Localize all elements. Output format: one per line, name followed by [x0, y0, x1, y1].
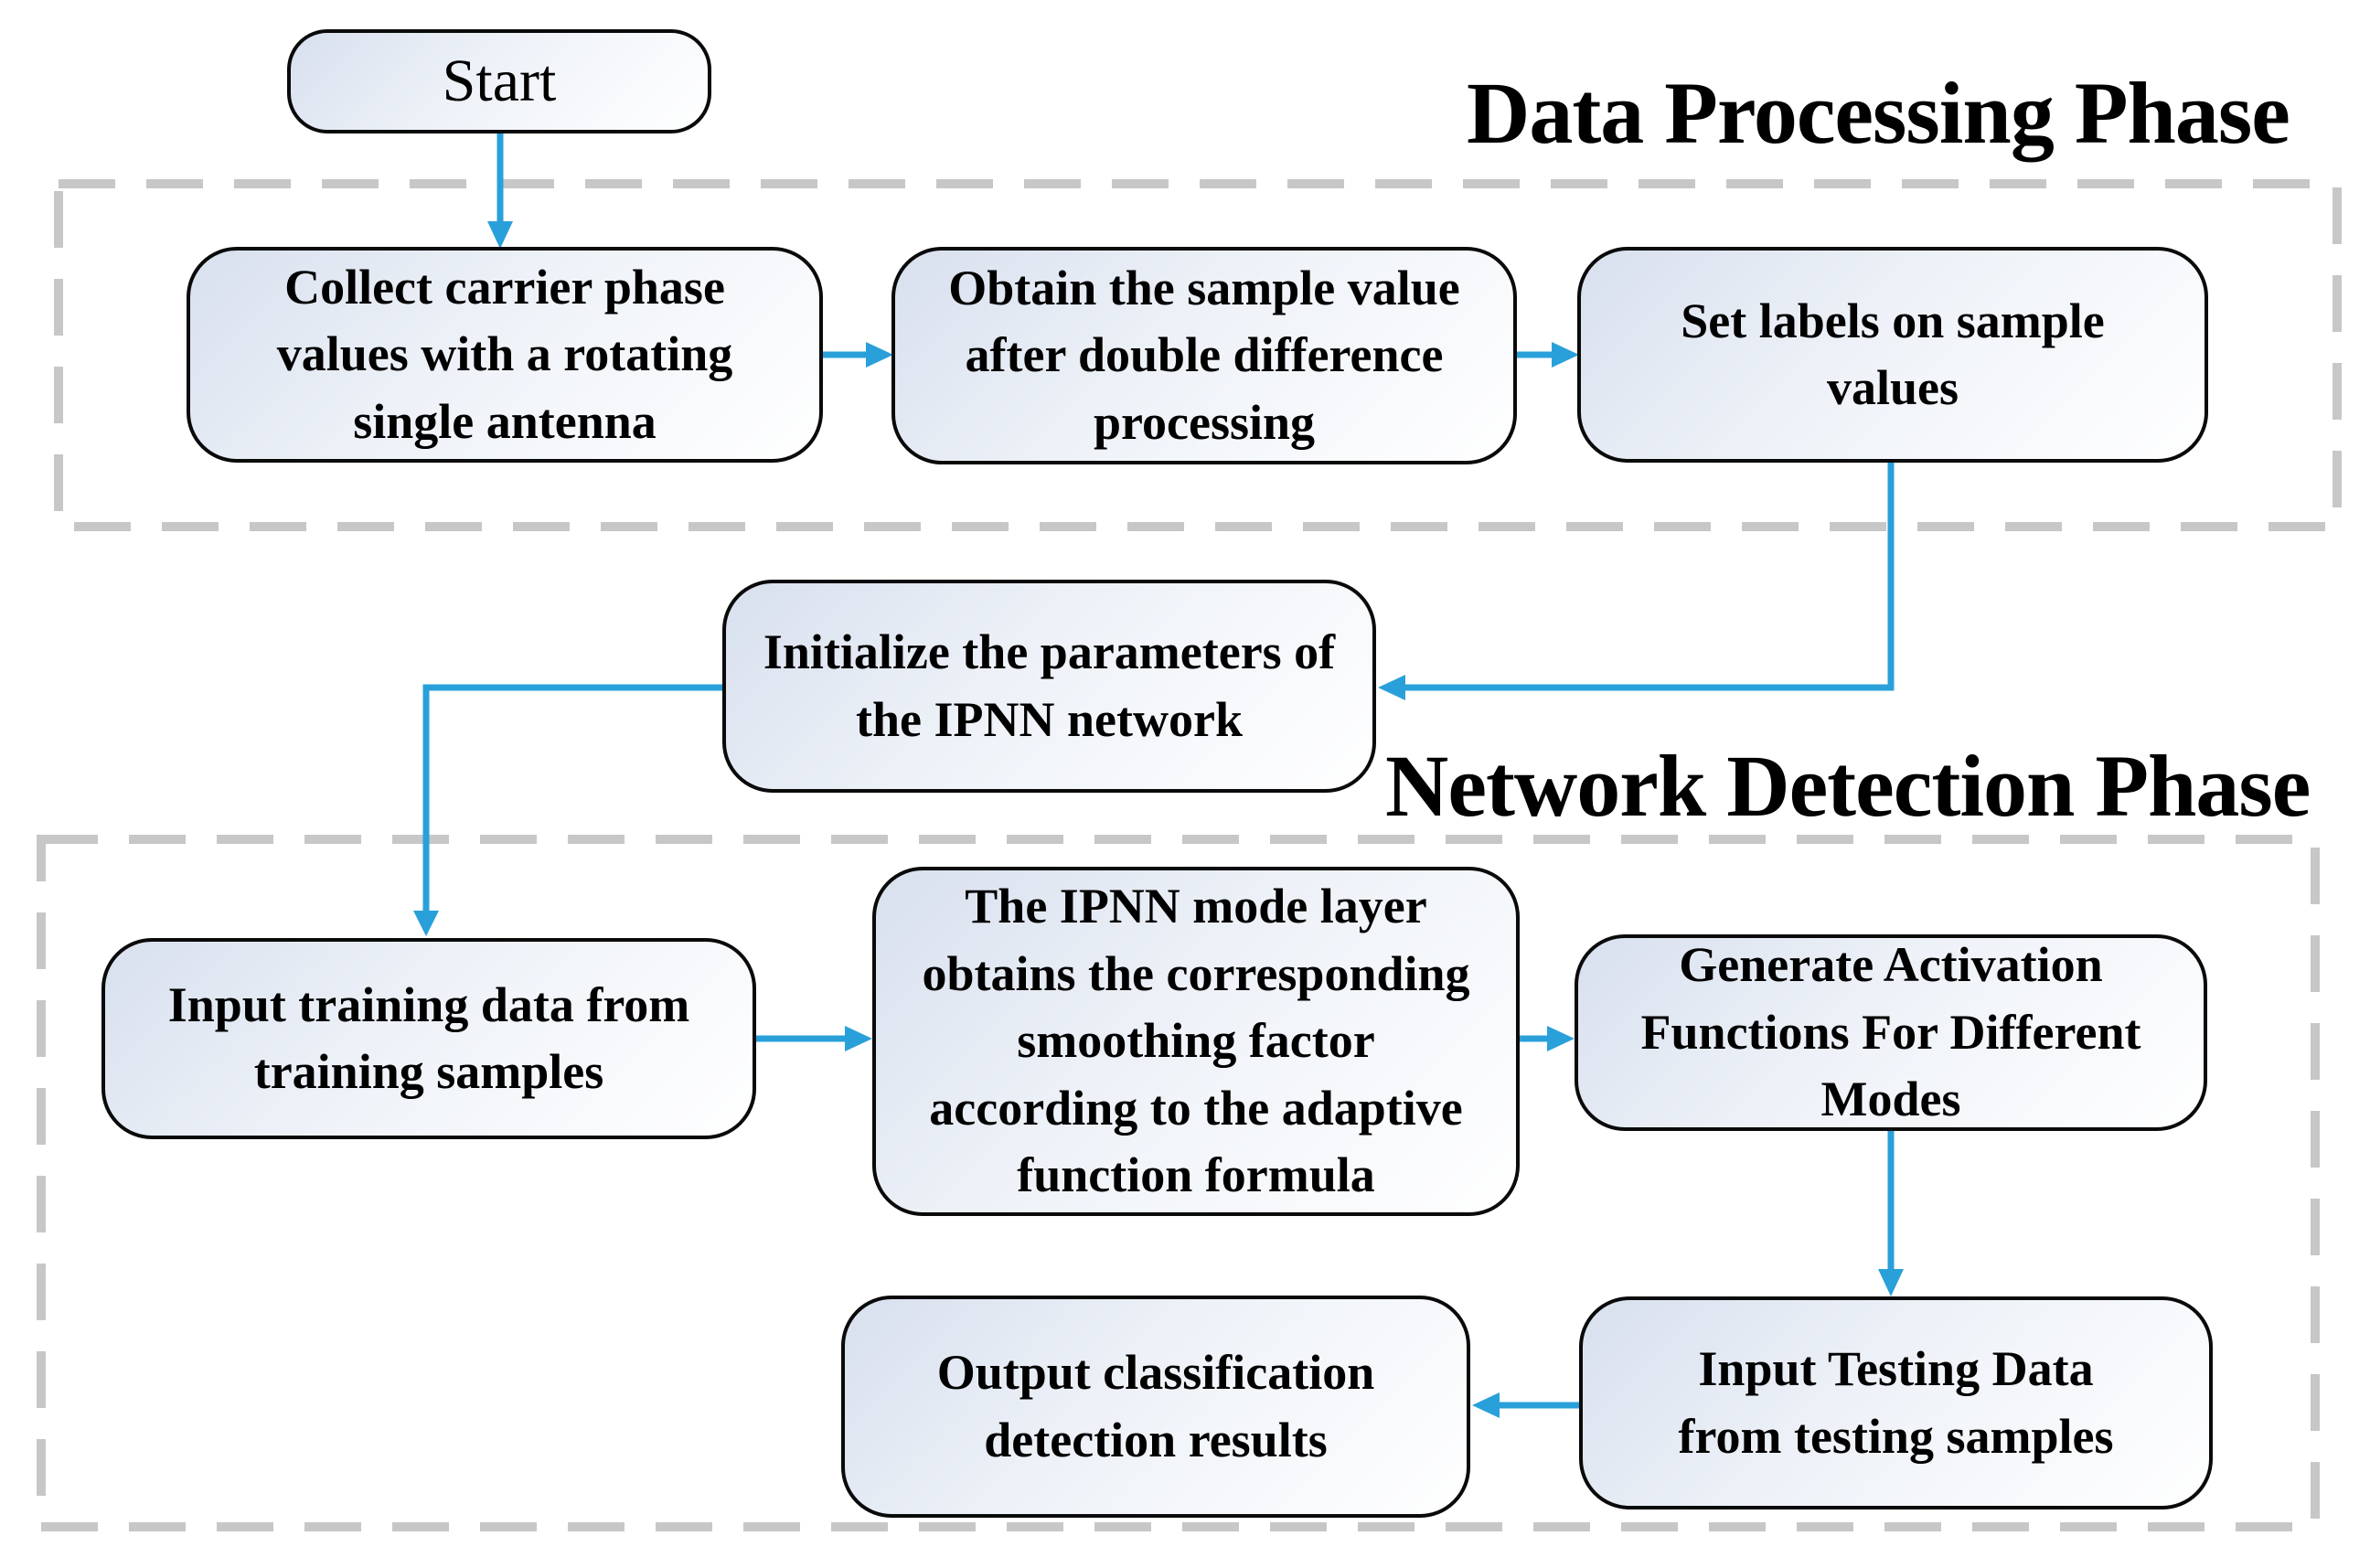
node-collect-label: Collect carrier phase values with a rota…: [276, 259, 733, 449]
node-input-training-label: Input training data from training sample…: [167, 976, 690, 1099]
node-ipnn-mode-layer: The IPNN mode layer obtains the correspo…: [872, 867, 1520, 1216]
arrowhead-setlabels-to-initialize: [1378, 675, 1405, 700]
node-start-label: Start: [442, 48, 557, 115]
node-generate-activation-functions: Generate Activation Functions For Differ…: [1575, 934, 2207, 1131]
arrowhead-initialize-to-training: [413, 911, 439, 936]
arrowhead-start-to-collect: [487, 221, 513, 249]
node-set-labels-label: Set labels on sample values: [1681, 293, 2105, 415]
node-obtain-sample-value: Obtain the sample value after double dif…: [891, 247, 1517, 464]
node-input-testing-label: Input Testing Data from testing samples: [1678, 1341, 2114, 1464]
node-start: Start: [287, 29, 711, 133]
node-output-classification-results: Output classification detection results: [841, 1296, 1470, 1518]
arrow-initialize-to-training: [422, 684, 722, 911]
arrowhead-collect-to-obtain: [866, 342, 893, 368]
phase-title-network-detection: Network Detection Phase: [1385, 737, 2311, 835]
node-obtain-label: Obtain the sample value after double dif…: [948, 260, 1460, 450]
node-set-labels: Set labels on sample values: [1577, 247, 2208, 463]
node-generate-label: Generate Activation Functions For Differ…: [1640, 937, 2141, 1127]
arrowhead-ipnn-to-generate: [1547, 1026, 1575, 1051]
network-detection-phase-boundary: [37, 835, 2320, 1531]
arrowhead-generate-to-testing: [1878, 1269, 1904, 1296]
node-initialize-ipnn-parameters: Initialize the parameters of the IPNN ne…: [722, 580, 1376, 793]
node-ipnn-mode-label: The IPNN mode layer obtains the correspo…: [922, 879, 1470, 1203]
node-output-label: Output classification detection results: [936, 1345, 1375, 1467]
arrow-setlabels-to-initialize: [1405, 463, 1895, 691]
arrowhead-testing-to-output: [1472, 1392, 1500, 1418]
node-input-testing-data: Input Testing Data from testing samples: [1579, 1296, 2213, 1509]
node-collect-carrier-phase: Collect carrier phase values with a rota…: [187, 247, 823, 463]
phase-title-data-processing: Data Processing Phase: [1467, 64, 2290, 162]
arrowhead-training-to-ipnn: [845, 1026, 872, 1051]
node-initialize-label: Initialize the parameters of the IPNN ne…: [763, 624, 1336, 747]
node-input-training-data: Input training data from training sample…: [101, 938, 756, 1139]
arrowhead-obtain-to-setlabels: [1552, 342, 1579, 368]
